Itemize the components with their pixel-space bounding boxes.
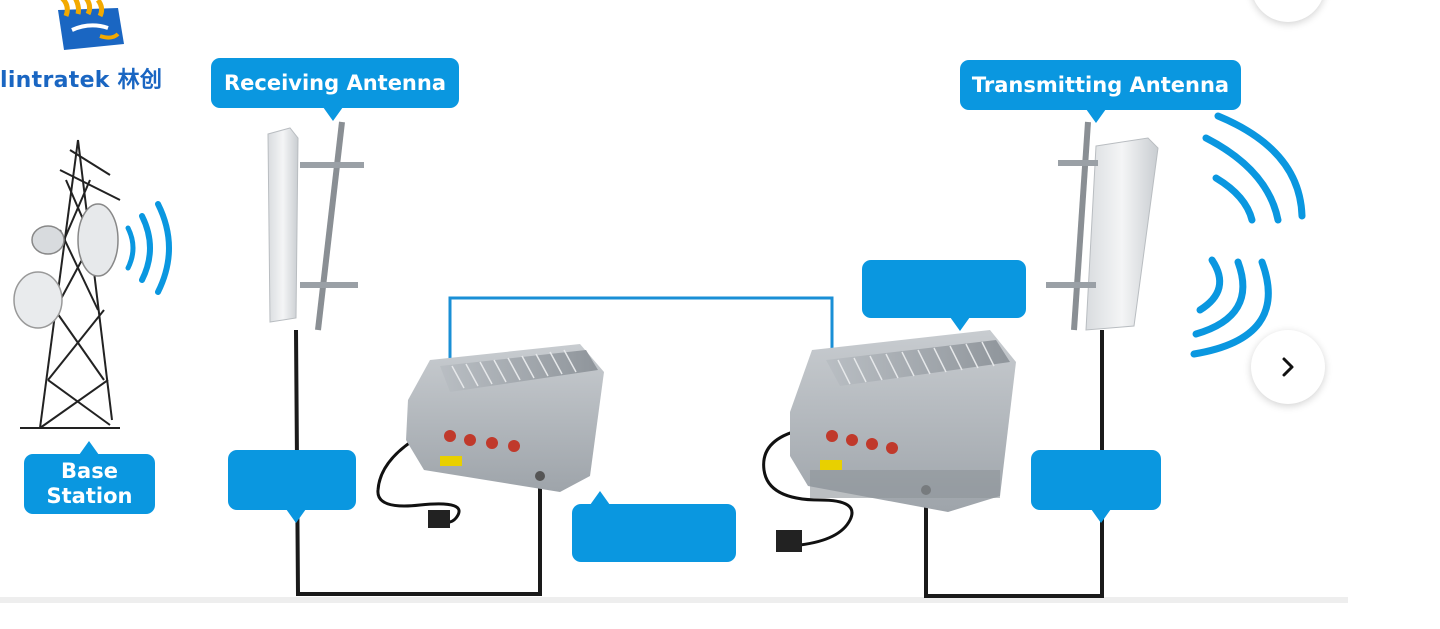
dish-icon xyxy=(13,271,63,329)
signal-waves-icon xyxy=(125,201,172,295)
transmitting-antenna-callout: Transmitting Antenna xyxy=(960,60,1241,123)
dish-icon xyxy=(31,225,65,255)
base-station-callout: Base Station xyxy=(24,441,155,514)
receiving-antenna-callout: Receiving Antenna xyxy=(211,58,459,121)
repeater-unit-right xyxy=(790,330,1016,512)
transmitting-antenna-icon xyxy=(1046,121,1159,331)
signal-waves-icon xyxy=(1190,112,1306,358)
base-station-label-line1: Base xyxy=(61,459,118,483)
lintratek-logo-icon xyxy=(58,0,124,50)
plug-icon xyxy=(776,530,802,552)
transmitting-antenna-label: Transmitting Antenna xyxy=(971,72,1230,97)
previous-slide-button[interactable] xyxy=(1251,0,1325,22)
base-station-label-line2: Station xyxy=(46,484,133,508)
base-station-tower-icon xyxy=(20,139,121,429)
repeater-unit-left xyxy=(406,344,604,492)
blank-callout-unit xyxy=(572,491,736,562)
plug-icon xyxy=(428,510,450,528)
chevron-right-icon xyxy=(1282,357,1294,377)
receiving-antenna-icon xyxy=(267,121,364,331)
receiving-antenna-label: Receiving Antenna xyxy=(223,70,447,95)
blank-callout-right-cable xyxy=(1031,450,1161,523)
dish-icon xyxy=(77,203,119,277)
blank-callout-repeater xyxy=(862,260,1026,331)
power-cord-icon xyxy=(376,428,854,547)
next-slide-button[interactable] xyxy=(1251,330,1325,404)
blank-callout-left-cable xyxy=(228,450,356,523)
brand-logo-text: lintratek 林创 xyxy=(0,68,163,93)
